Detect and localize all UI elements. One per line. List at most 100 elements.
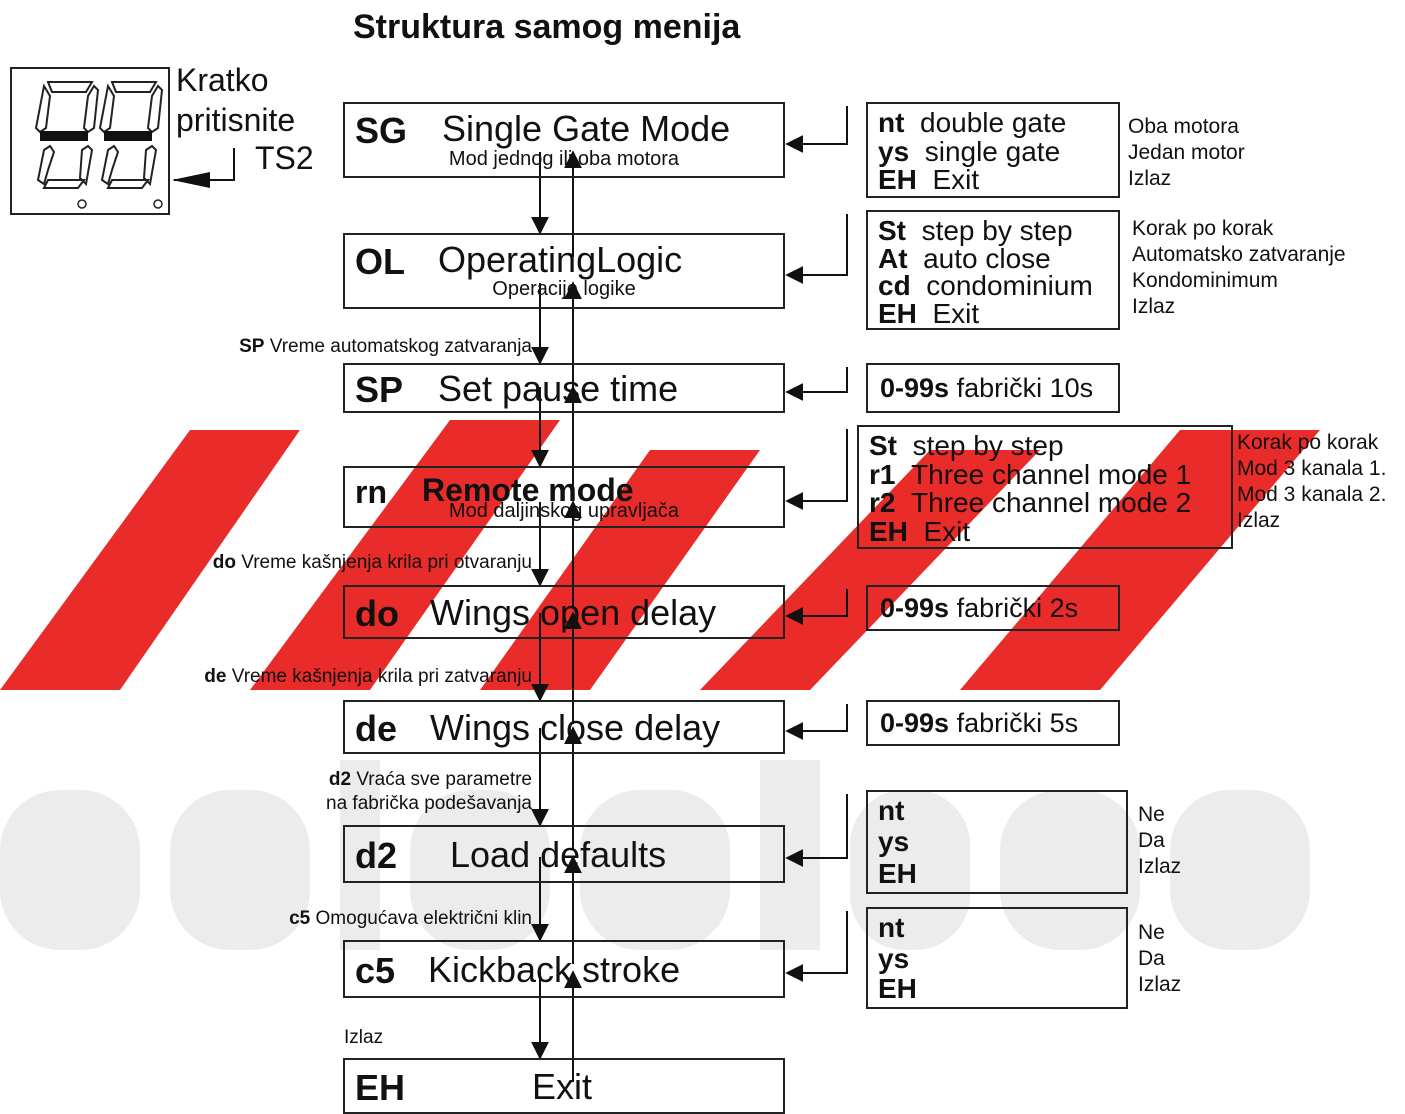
note-item: Izlaz [1128,167,1172,190]
option-nt[interactable]: nt [878,913,920,942]
range-bold: 0-99s [880,593,950,623]
option-text: auto close [923,242,1051,274]
label-text: Vreme kašnjenja krila pri otvaranju [241,552,532,573]
option-code: EH [869,515,908,547]
seven-segment-display [10,67,170,215]
option-text: Exit [923,515,971,547]
menu-item-sp[interactable]: SP Set pause time [343,363,785,413]
range-box-do: 0-99s fabrički 2s [866,585,1120,631]
option-code: EH [878,164,917,196]
menu-name: Wings open delay [430,592,717,633]
menu-subtitle: Mod daljinskog upravljača [448,500,680,522]
option-r2[interactable]: r2 Three channel mode 2 [869,488,1191,517]
option-code: ys [878,135,910,167]
menu-code: rn [355,474,387,510]
range-box-sp: 0-99s fabrički 10s [866,363,1120,413]
option-code: St [869,430,897,461]
note-item: Izlaz [1237,509,1281,532]
label-code: do [212,552,236,573]
side-arrow [785,429,848,510]
option-st[interactable]: St step by step [878,216,1073,245]
option-cd[interactable]: cd condominium [878,271,1093,300]
side-arrow [785,367,848,401]
option-eh[interactable]: EH [878,974,932,1003]
option-eh[interactable]: EH [878,859,932,888]
options-box-d2: nt ys EH [866,790,1128,894]
option-code: ys [878,942,910,974]
press-line-1: Kratko [176,62,269,98]
ts2-button-label[interactable]: TS2 [255,140,314,176]
menu-code: SG [355,110,408,151]
note-item: Izlaz [1138,973,1182,996]
menu-label-c5: c5 Omogućava električni klin [289,907,532,931]
menu-name: Set pause time [438,368,679,409]
option-r1[interactable]: r1 Three channel mode 1 [869,460,1191,489]
option-text: double gate [920,107,1067,138]
range-box-de: 0-99s fabrički 5s [866,700,1120,746]
option-text: step by step [921,215,1073,246]
option-at[interactable]: At auto close [878,244,1051,273]
option-ys[interactable]: ys [878,827,925,856]
menu-code: OL [355,241,405,282]
option-nt[interactable]: nt [878,796,920,825]
option-code: ys [878,826,910,858]
menu-code: do [355,593,399,634]
note-item: Ne [1138,803,1165,826]
note-item: Oba motora [1128,115,1239,138]
range-bold: 0-99s [880,373,950,403]
option-text: Three channel mode 2 [911,487,1192,518]
option-code: nt [878,912,905,943]
option-text: condominium [926,270,1093,301]
option-eh[interactable]: EH Exit [878,299,979,328]
option-code: EH [878,857,917,889]
menu-label-do: do Vreme kašnjenja krila pri otvaranju [213,551,532,575]
menu-name: OperatingLogic [438,239,683,280]
menu-item-do[interactable]: do Wings open delay [343,585,785,639]
range-text: fabrički 5s [956,708,1079,738]
option-eh[interactable]: EH Exit [878,165,979,194]
note-item: Da [1138,829,1165,852]
menu-name: Remote mode [422,472,634,508]
option-text: Three channel mode 1 [911,458,1192,490]
option-ys[interactable]: ys [878,944,925,973]
note-item: Kondominimum [1132,269,1278,292]
option-eh[interactable]: EH Exit [869,517,970,546]
menu-code: de [355,708,398,749]
label-code: c5 [289,908,311,929]
option-st[interactable]: St step by step [869,431,1064,460]
note-item: Mod 3 kanala 2. [1237,483,1387,506]
press-line-2: pritisnite [176,102,296,138]
note-item: Automatsko zatvaranje [1132,243,1346,266]
label-code: d2 [328,769,352,790]
menu-code: SP [355,369,404,410]
side-arrow [785,794,848,867]
menu-label-sp: SP Vreme automatskog zatvaranja [239,335,532,359]
option-nt[interactable]: nt double gate [878,108,1066,137]
menu-label-eh: Izlaz [344,1026,383,1050]
label-text: Omogućava električni klin [315,908,532,929]
label-text-2: na fabrička podešavanja [326,793,532,814]
label-text: Vreme automatskog zatvaranja [269,336,532,357]
menu-code: d2 [355,835,398,876]
range-bold: 0-99s [880,708,950,738]
option-code: EH [878,973,917,1005]
note-item: Korak po korak [1237,431,1379,454]
label-text: Vreme kašnjenja krila pri zatvaranju [231,666,532,687]
option-ys[interactable]: ys single gate [878,137,1060,166]
